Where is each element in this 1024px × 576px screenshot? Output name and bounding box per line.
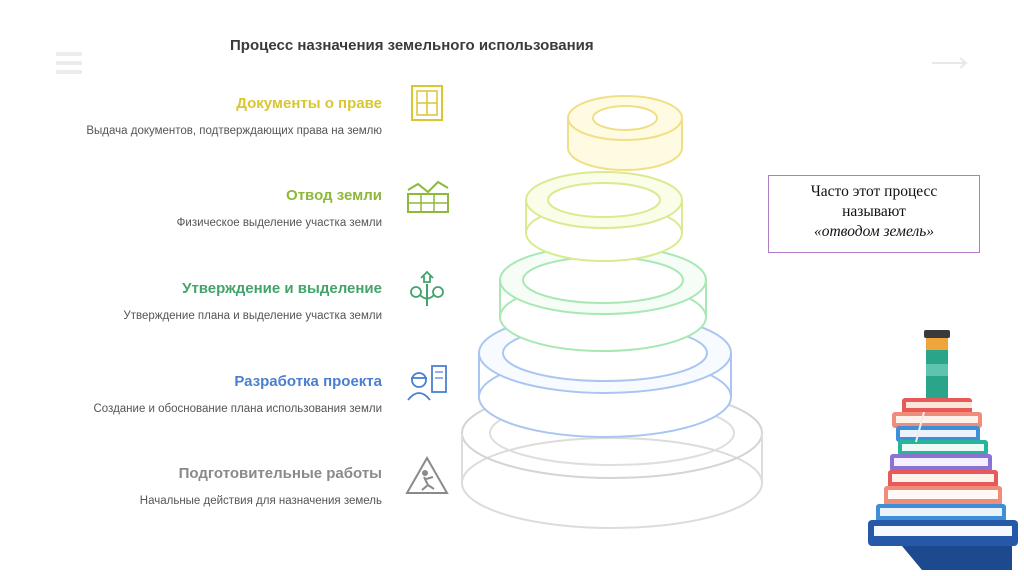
step-description: Утверждение плана и выделение участка зе… <box>82 308 382 324</box>
step-approval: Утверждение и выделение Утверждение план… <box>82 280 382 324</box>
step-project: Разработка проекта Создание и обосновани… <box>82 373 382 417</box>
engineer-plan-icon <box>404 362 450 404</box>
step-documents: Документы о праве Выдача документов, под… <box>82 95 382 139</box>
note-line: Часто этот процесс <box>769 182 979 202</box>
step-heading: Подготовительные работы <box>82 465 382 483</box>
step-description: Начальные действия для назначения земель <box>82 493 382 509</box>
step-allotment: Отвод земли Физическое выделение участка… <box>82 187 382 231</box>
note-line: называют <box>769 202 979 222</box>
note-box: Часто этот процесс называют «отводом зем… <box>768 175 980 253</box>
arrow-right-icon[interactable] <box>930 56 970 70</box>
step-description: Создание и обоснование плана использован… <box>82 401 382 417</box>
step-description: Выдача документов, подтверждающих права … <box>82 123 382 139</box>
page-title: Процесс назначения земельного использова… <box>230 37 594 54</box>
menu-icon[interactable] <box>56 52 82 78</box>
books-stack-illustration <box>862 320 1022 576</box>
step-preparation: Подготовительные работы Начальные действ… <box>82 465 382 509</box>
worker-sign-icon <box>404 455 450 497</box>
document-icon <box>404 82 450 124</box>
ring-allotment <box>526 172 682 261</box>
stacked-rings-diagram <box>460 85 790 535</box>
ring-documents <box>568 96 682 170</box>
step-heading: Документы о праве <box>82 95 382 113</box>
land-plot-icon <box>404 176 450 218</box>
step-description: Физическое выделение участка земли <box>82 215 382 231</box>
plant-approval-icon <box>404 268 450 310</box>
step-heading: Разработка проекта <box>82 373 382 391</box>
step-heading: Отвод земли <box>82 187 382 205</box>
note-emphasis: «отводом земель» <box>769 222 979 242</box>
step-heading: Утверждение и выделение <box>82 280 382 298</box>
